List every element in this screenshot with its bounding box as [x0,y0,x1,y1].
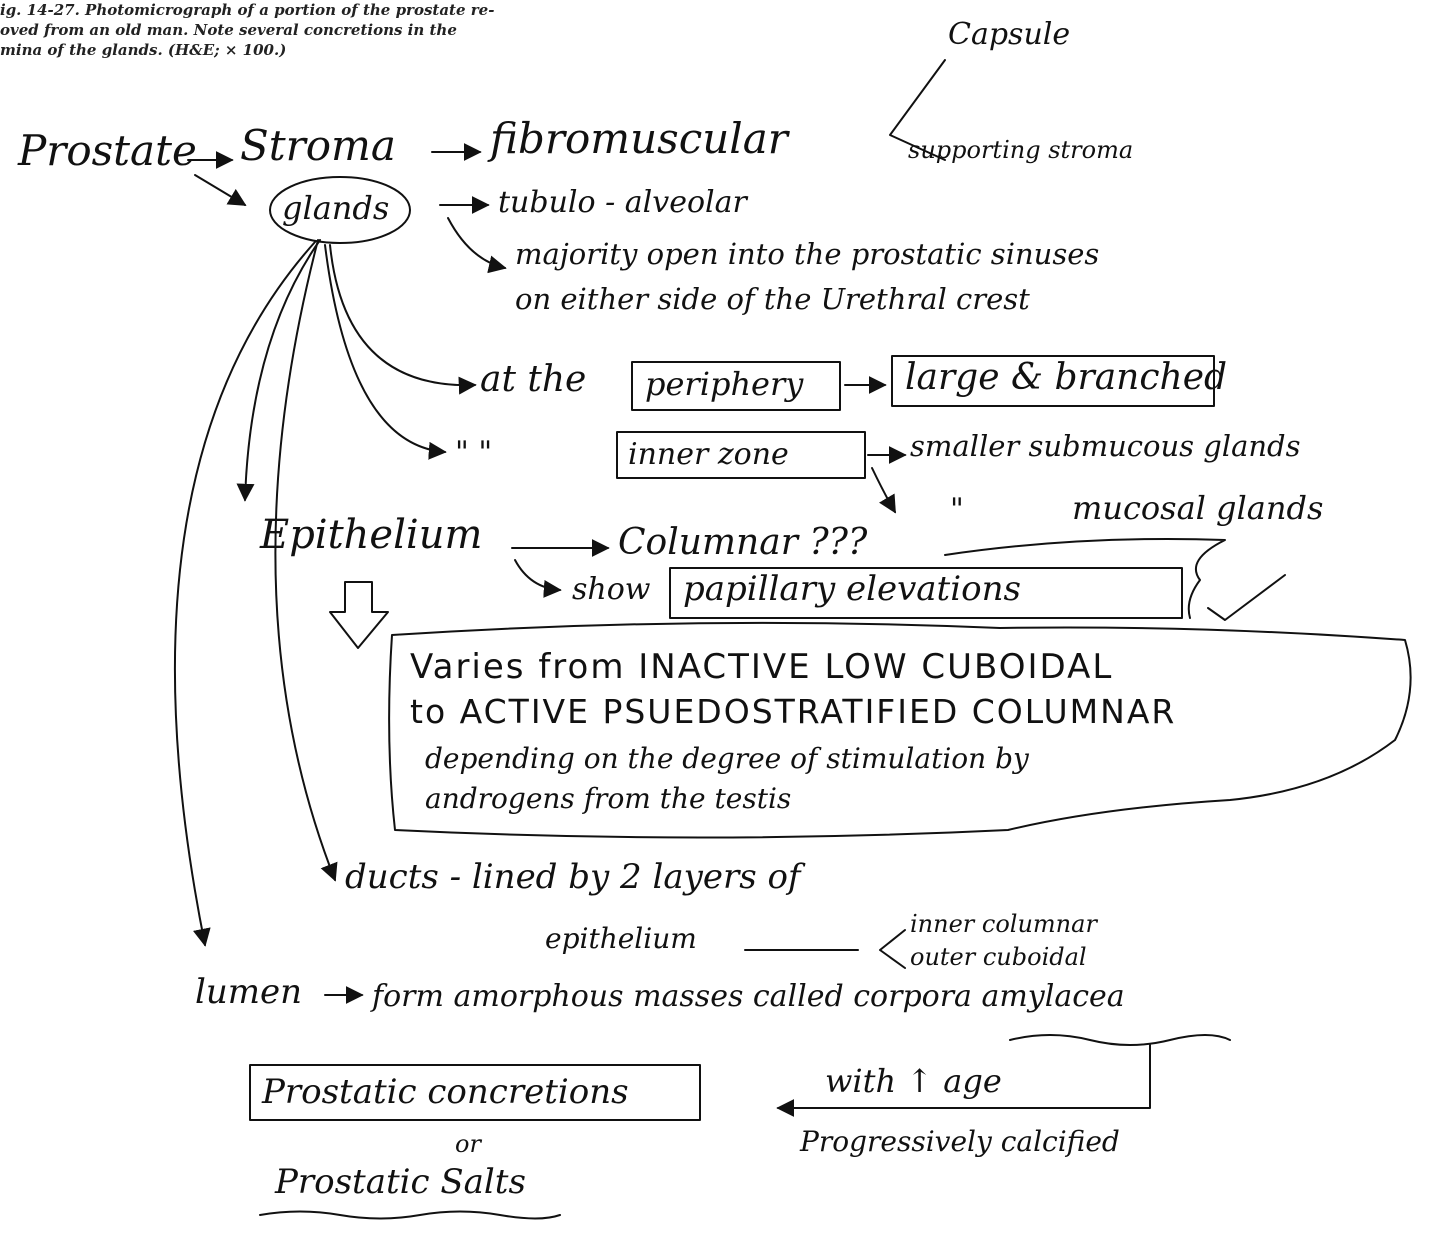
arrow-glands-inner [324,244,447,460]
arrow-glands-lumen [173,241,316,947]
tubulo-alveolar-label: tubulo - alveolar [498,185,747,220]
capsule-label: Capsule [948,17,1071,52]
salts-underline [259,1210,561,1220]
stroma-label: Stroma [240,121,396,170]
large-branched-label: large & branched [905,357,1228,398]
capsule-pointer-line [889,59,946,161]
varies-line-3: depending on the degree of stimulation b… [425,742,1029,775]
or-label: or [455,1130,481,1158]
progressively-calcified-label: Progressively calcified [800,1125,1120,1158]
varies-note-outline [388,621,1412,839]
periphery-label: periphery [645,365,804,403]
inner-outer-bracket [879,929,906,969]
periphery-box [631,361,841,411]
arrow-glands-majority [447,217,507,274]
arrow-glands-periphery [329,244,477,395]
papillary-box [669,567,1183,619]
arrow-inner-mucosal [871,467,896,514]
varies-line-1: Varies from INACTIVE LOW CUBOIDAL [410,647,1114,687]
form-amorphous-label: form amorphous masses called corpora amy… [372,979,1125,1014]
arrow-glands-epithelium [236,239,321,502]
outer-cuboidal-label: outer cuboidal [910,943,1087,971]
majority-open-line-2: on either side of the Urethral crest [515,282,1030,316]
ditto-marks: " " [455,435,493,470]
arrow-glands-ducts [274,239,338,882]
glands-label: glands [282,189,390,227]
show-label: show [572,572,651,607]
inner-zone-label: inner zone [628,437,789,472]
varies-line-4: androgens from the testis [425,782,792,815]
epithelium-2-label: epithelium [545,922,697,955]
smaller-submucous-label: smaller submucous glands [910,429,1301,463]
arrow-epi-show [514,559,562,598]
caption-line-3: mina of the glands. (H&E; × 100.) [0,41,287,59]
prostatic-concretions-label: Prostatic concretions [262,1072,629,1112]
papillary-elevations-label: papillary elevations [683,569,1021,609]
inner-zone-box [616,431,866,479]
caption-line-1: ig. 14-27. Photomicrograph of a portion … [0,1,495,19]
lumen-label: lumen [195,972,303,1012]
at-the-label: at the [480,359,587,400]
inner-columnar-label: inner columnar [910,910,1097,938]
ducts-label: ducts - lined by 2 layers of [345,857,801,897]
callout-wave [944,538,1226,619]
with-age-label: with ↑ age [825,1062,1002,1100]
varies-line-2: to ACTIVE PSUEDOSTRATIFIED COLUMNAR [410,692,1177,731]
glands-ellipse [269,176,411,244]
prostatic-concretions-box [249,1064,701,1121]
mucosal-glands-label: mucosal glands [1072,489,1324,527]
majority-open-line-1: majority open into the prostatic sinuses [515,237,1100,271]
check-mark [1207,574,1286,621]
large-branched-box [891,355,1215,407]
prostate-label: Prostate [18,126,197,175]
epithelium-label: Epithelium [260,512,483,558]
arrow-age-concretions [776,1044,1151,1117]
arrow-prostate-glands [194,174,247,206]
figure-caption: ig. 14-27. Photomicrograph of a portion … [0,0,560,60]
prostatic-salts-label: Prostatic Salts [275,1162,526,1202]
caption-line-2: oved from an old man. Note several concr… [0,21,457,39]
supporting-stroma-label: supporting stroma [908,136,1134,164]
columnar-label: Columnar ??? [618,522,868,563]
big-down-arrow [329,581,389,649]
ditto-single: " [950,492,964,527]
corpora-underline [1009,1034,1231,1046]
fibromuscular-label: fibromuscular [490,114,788,163]
